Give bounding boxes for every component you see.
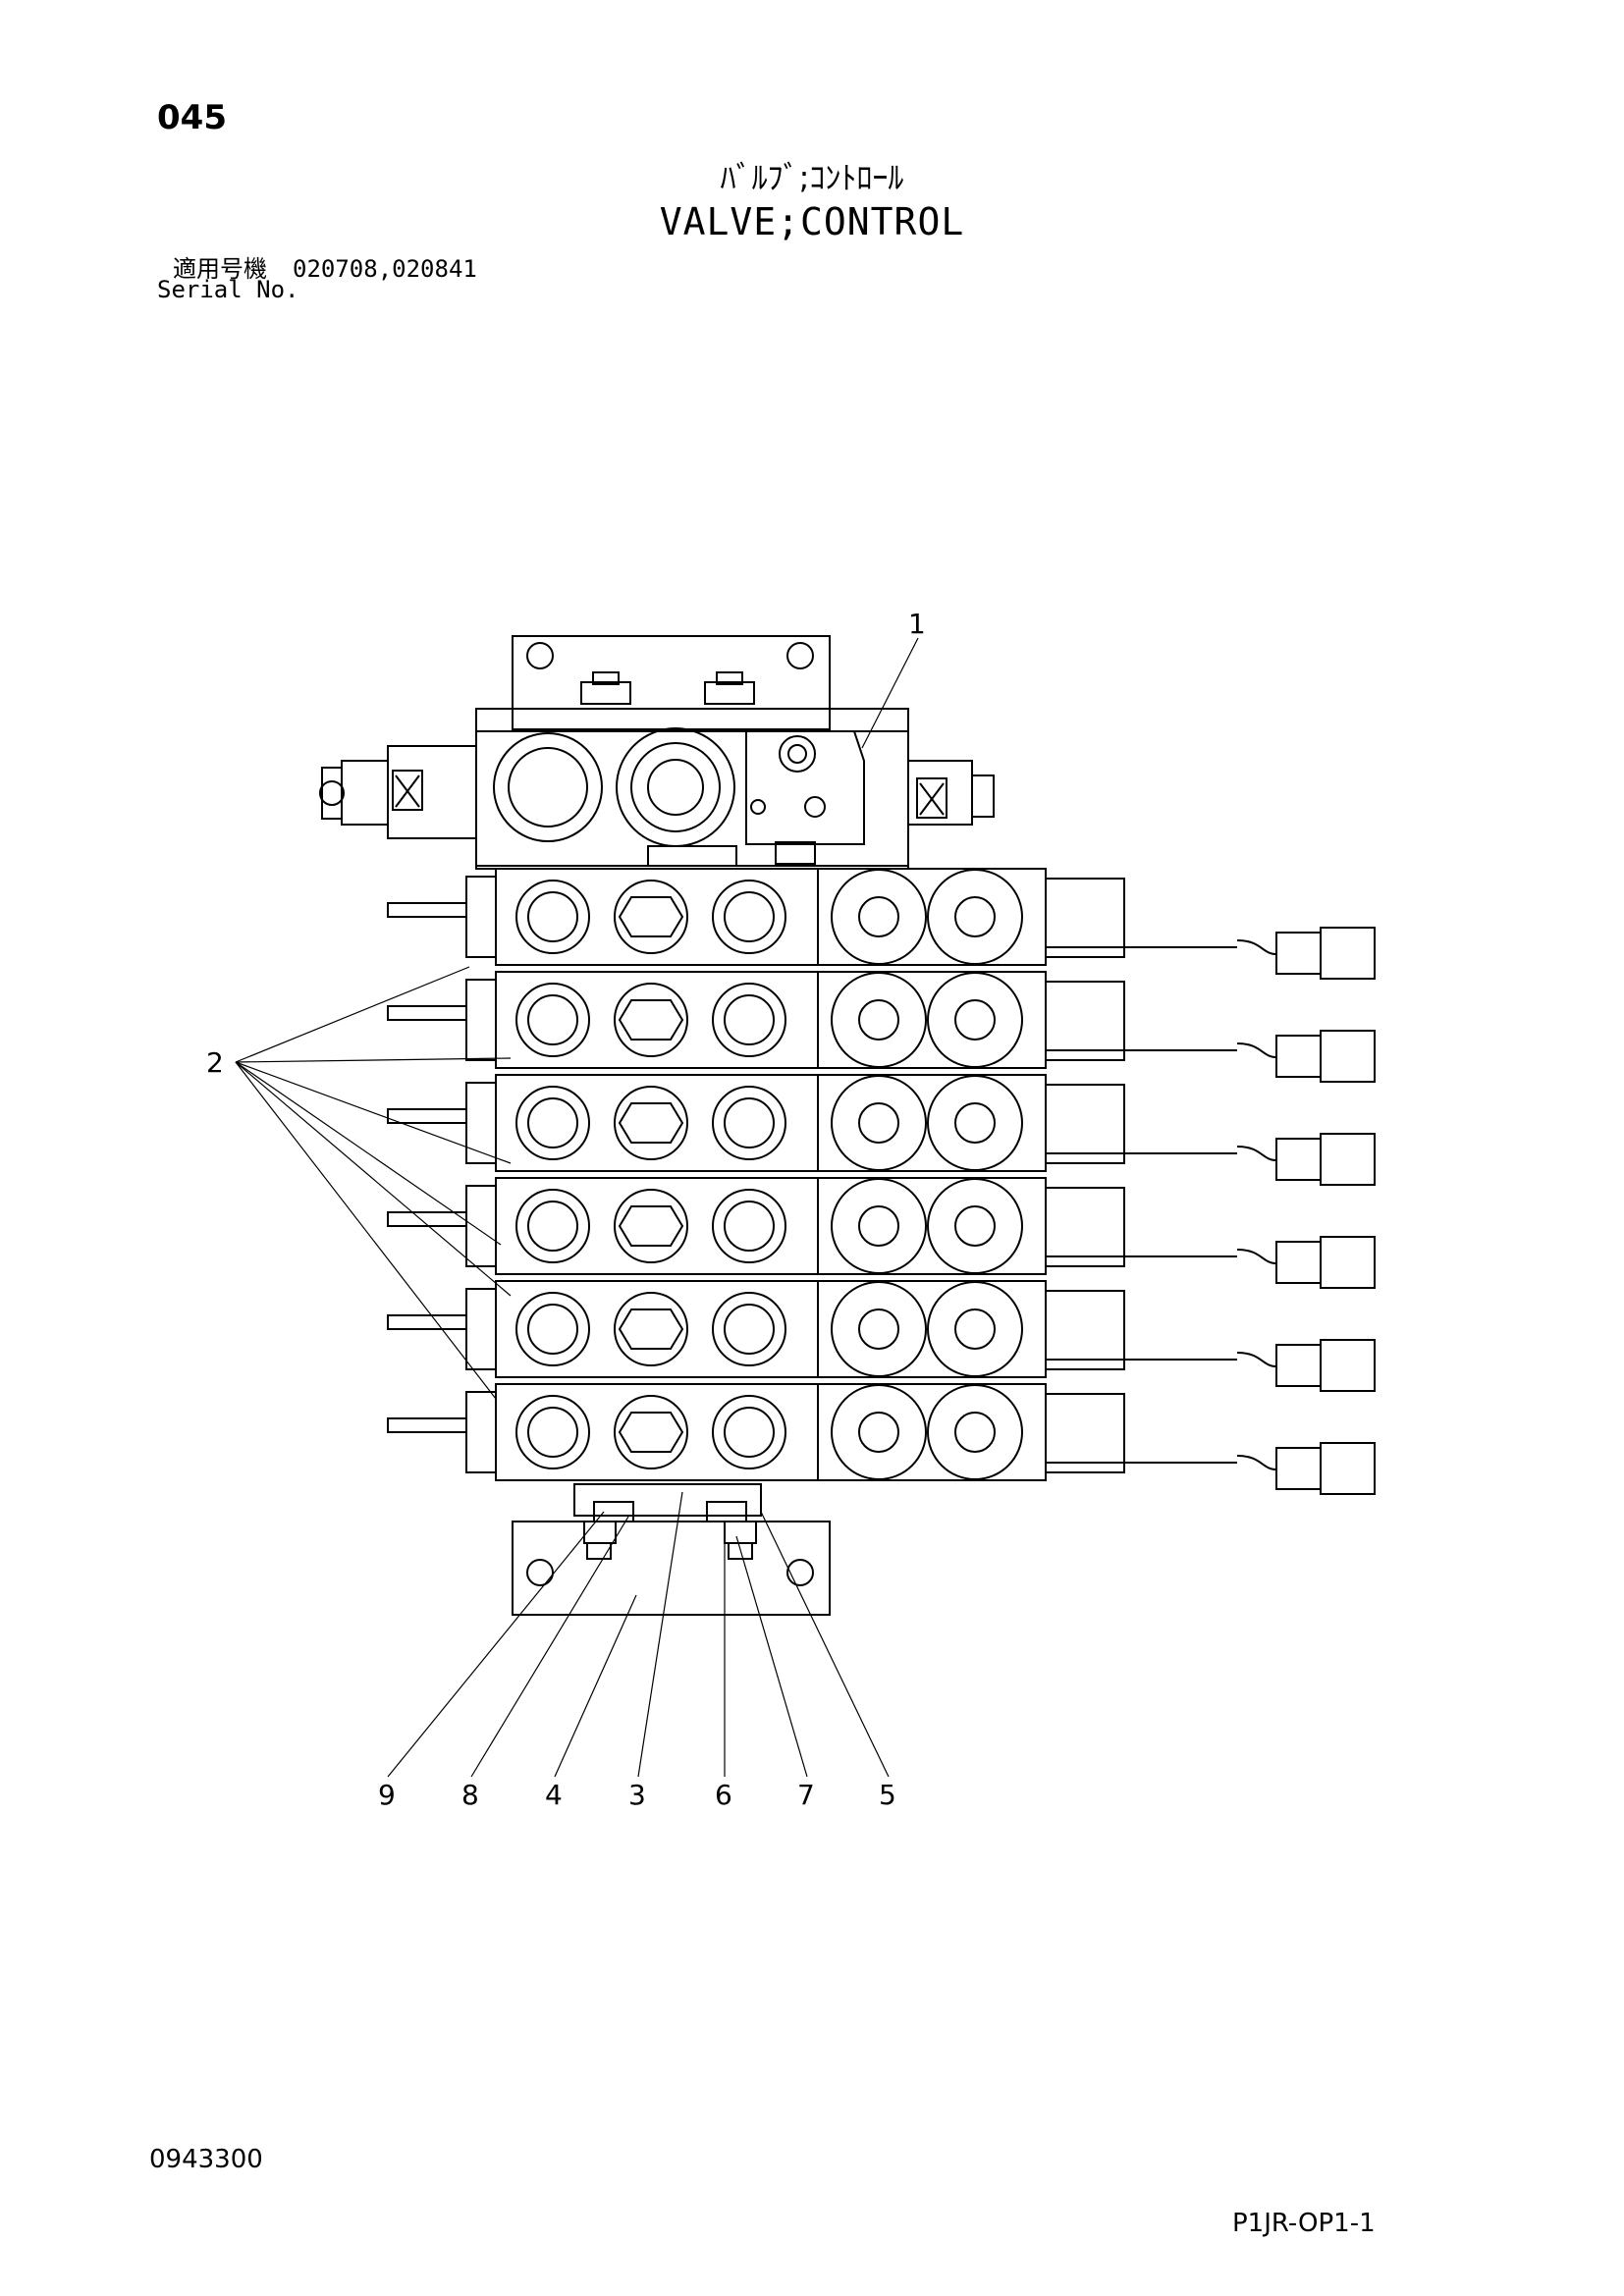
spool-section-1 [387, 868, 1376, 980]
callout-8: 8 [461, 1779, 479, 1811]
serial-label-english: Serial No. [157, 276, 299, 303]
top-bracket [512, 635, 831, 730]
title-english: VALVE;CONTROL [659, 200, 965, 243]
leader-lines [235, 637, 919, 1778]
callout-4: 4 [545, 1779, 563, 1811]
serial-line-japanese: 適用号機 020708,020841 [173, 249, 477, 284]
title-japanese: ﾊﾞﾙﾌﾞ;ｺﾝﾄﾛｰﾙ [720, 159, 904, 196]
page-number: 045 [157, 98, 227, 137]
callout-6: 6 [715, 1779, 732, 1811]
callout-5: 5 [879, 1779, 896, 1811]
callout-2: 2 [206, 1046, 224, 1079]
inlet-section [319, 708, 995, 870]
spool-section-3 [387, 1074, 1376, 1186]
callout-7: 7 [797, 1779, 815, 1811]
callout-1: 1 [908, 608, 926, 640]
spool-section-5 [387, 1280, 1376, 1392]
spool-section-4 [387, 1177, 1376, 1289]
drawing-code: 0943300 [149, 2145, 263, 2174]
serial-label-japanese: 適用号機 [173, 255, 267, 283]
callout-9: 9 [378, 1779, 396, 1811]
spool-section-2 [387, 971, 1376, 1083]
callout-3: 3 [628, 1779, 646, 1811]
serial-values: 020708,020841 [293, 255, 477, 283]
spool-sections [387, 868, 1376, 1495]
bottom-bracket [512, 1521, 831, 1616]
spool-section-6 [387, 1383, 1376, 1495]
page-code: P1JR-OP1-1 [1232, 2209, 1376, 2238]
